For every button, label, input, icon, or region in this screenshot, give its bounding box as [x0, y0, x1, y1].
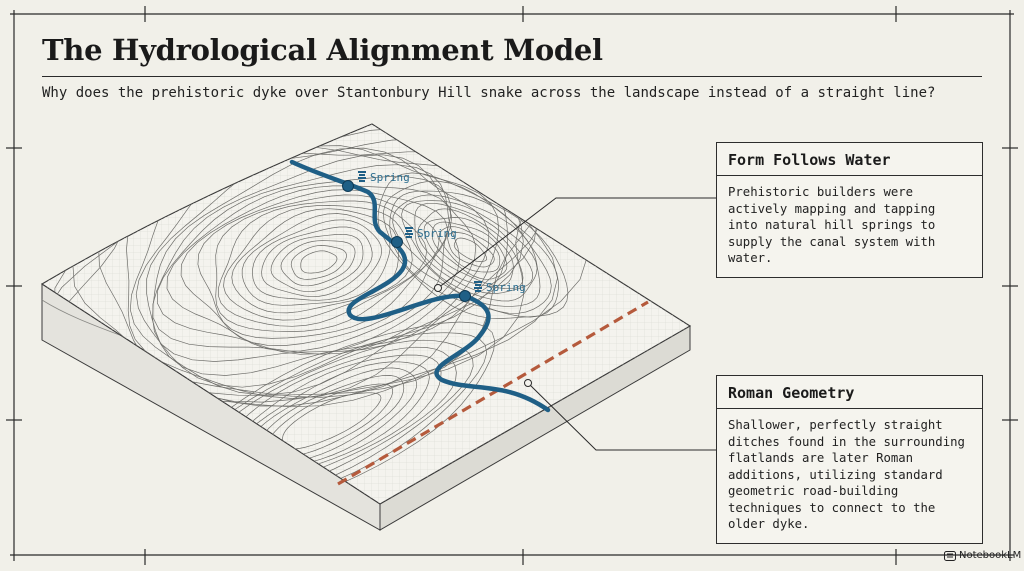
contour-line: [129, 151, 524, 396]
contour-line: [252, 219, 383, 301]
contour-line: [156, 164, 460, 355]
spring-icon: [405, 227, 413, 238]
title-rule: [42, 76, 982, 77]
prehistoric-dyke-path: [289, 159, 551, 413]
page-title: The Hydrological Alignment Model: [42, 33, 603, 67]
callout-title: Roman Geometry: [717, 376, 982, 409]
contour-line: [401, 200, 538, 302]
contour-line: [431, 221, 508, 280]
leader-line-form-follows-water: [437, 197, 716, 289]
spring-icon: [358, 171, 366, 182]
contour-line: [126, 138, 538, 399]
contour-line: [447, 232, 495, 268]
spring-marker-2: Spring: [391, 227, 457, 248]
page-subtitle: Why does the prehistoric dyke over Stant…: [42, 85, 936, 101]
spring-label: Spring: [417, 227, 457, 240]
notebooklm-badge: NotebookLM: [944, 550, 1021, 561]
contour-lines: [43, 124, 588, 504]
contour-line: [270, 233, 364, 293]
contour-line: [261, 226, 373, 298]
callout-body: Prehistoric builders were actively mappi…: [728, 185, 936, 265]
leader-line-roman-geometry: [527, 382, 716, 451]
contour-line: [423, 217, 514, 287]
spring-icon: [474, 281, 482, 292]
contour-line: [300, 250, 338, 274]
roman-ditch-line: [337, 300, 649, 486]
contour-line: [146, 145, 500, 376]
contour-line: [241, 213, 391, 306]
callout-body: Shallower, perfectly straight ditches fo…: [728, 418, 965, 531]
spring-label: Spring: [370, 171, 410, 184]
notebook-icon: [944, 550, 956, 561]
spring-label: Spring: [486, 281, 526, 294]
callout-roman-geometry: Roman Geometry Shallower, perfectly stra…: [716, 375, 983, 544]
callout-form-follows-water: Form Follows Water Prehistoric builders …: [716, 142, 983, 278]
contour-line: [290, 245, 347, 280]
badge-text: NotebookLM: [959, 550, 1022, 561]
contour-line: [223, 205, 413, 321]
contour-line: [280, 240, 356, 287]
callout-title: Form Follows Water: [717, 143, 982, 176]
spring-marker-1: Spring: [342, 171, 410, 192]
contour-line: [166, 176, 452, 352]
contour-line: [414, 202, 534, 294]
contour-line: [217, 200, 428, 327]
contour-line: [215, 194, 440, 332]
spring-marker-3: Spring: [459, 281, 526, 302]
